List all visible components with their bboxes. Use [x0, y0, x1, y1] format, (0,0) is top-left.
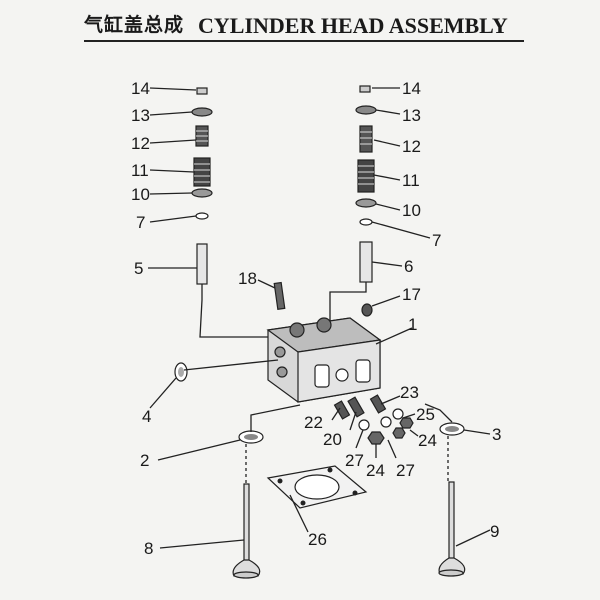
callout-right-12: 12: [402, 137, 421, 156]
callout-left-12: 12: [131, 134, 150, 153]
head-gasket: [266, 465, 368, 509]
left-guide-leader: [199, 284, 268, 338]
right-inner-spring: [359, 125, 373, 153]
callout-27a: 27: [345, 451, 364, 470]
left-outer-spring: [193, 157, 211, 187]
callout-right-14: 14: [402, 79, 421, 98]
right-valve-seal: [359, 218, 373, 226]
port-seal-ring-inner: [178, 367, 184, 377]
right-valve-guide: [359, 241, 373, 283]
callout-27b: 27: [396, 461, 415, 480]
plug: [361, 303, 373, 317]
left-spring-retainer: [191, 107, 213, 117]
callout-right-10: 10: [402, 201, 421, 220]
callout-numbers: 14 13 12 11 10 7 5 14 13 12 11 10 7 6 18…: [131, 79, 501, 558]
left-inner-spring: [195, 125, 209, 147]
title-chinese: 气缸盖总成: [84, 14, 185, 36]
leader-lines: [148, 87, 491, 549]
callout-25: 25: [416, 405, 435, 424]
title-bar: 气缸盖总成 CYLINDER HEAD ASSEMBLY: [84, 10, 524, 42]
right-valve-keeper: [359, 85, 371, 93]
left-valve-keeper: [196, 87, 208, 95]
callout-left-7: 7: [136, 213, 145, 232]
callout-right-6: 6: [404, 257, 413, 276]
callout-20: 20: [323, 430, 342, 449]
fastener-group: [333, 394, 414, 445]
right-outer-spring: [357, 159, 375, 193]
title-english: CYLINDER HEAD ASSEMBLY: [198, 13, 508, 38]
cylinder-head-block: [266, 317, 382, 403]
left-valve-stack: [191, 87, 268, 338]
callout-4: 4: [142, 407, 151, 426]
right-spring-seat: [355, 198, 377, 208]
callout-17: 17: [402, 285, 421, 304]
right-spring-retainer: [355, 105, 377, 115]
callout-24a: 24: [418, 431, 437, 450]
callout-left-10: 10: [131, 185, 150, 204]
left-valve-seat-ring-inner: [244, 434, 258, 440]
callout-8: 8: [144, 539, 153, 558]
callout-26: 26: [308, 530, 327, 549]
callout-right-7: 7: [432, 231, 441, 250]
callout-left-14: 14: [131, 79, 150, 98]
callout-9: 9: [490, 522, 499, 541]
callout-2: 2: [140, 451, 149, 470]
callout-left-13: 13: [131, 106, 150, 125]
callout-1: 1: [408, 315, 417, 334]
stud-bolt: [273, 281, 286, 310]
right-valve-stack: [329, 85, 377, 330]
right-valve-seat-ring-inner: [445, 426, 459, 432]
callout-right-11: 11: [402, 171, 420, 190]
intake-valve: [232, 483, 261, 579]
left-valve-guide: [196, 243, 208, 285]
callout-3: 3: [492, 425, 501, 444]
callout-23: 23: [400, 383, 419, 402]
left-spring-seat: [191, 188, 213, 198]
callout-18: 18: [238, 269, 257, 288]
exhaust-valve: [438, 481, 466, 577]
callout-left-5: 5: [134, 259, 143, 278]
callout-22: 22: [304, 413, 323, 432]
callout-right-13: 13: [402, 106, 421, 125]
left-valve-seal: [195, 212, 209, 220]
callout-left-11: 11: [131, 161, 149, 180]
right-guide-leader: [329, 282, 367, 330]
callout-24b: 24: [366, 461, 385, 480]
